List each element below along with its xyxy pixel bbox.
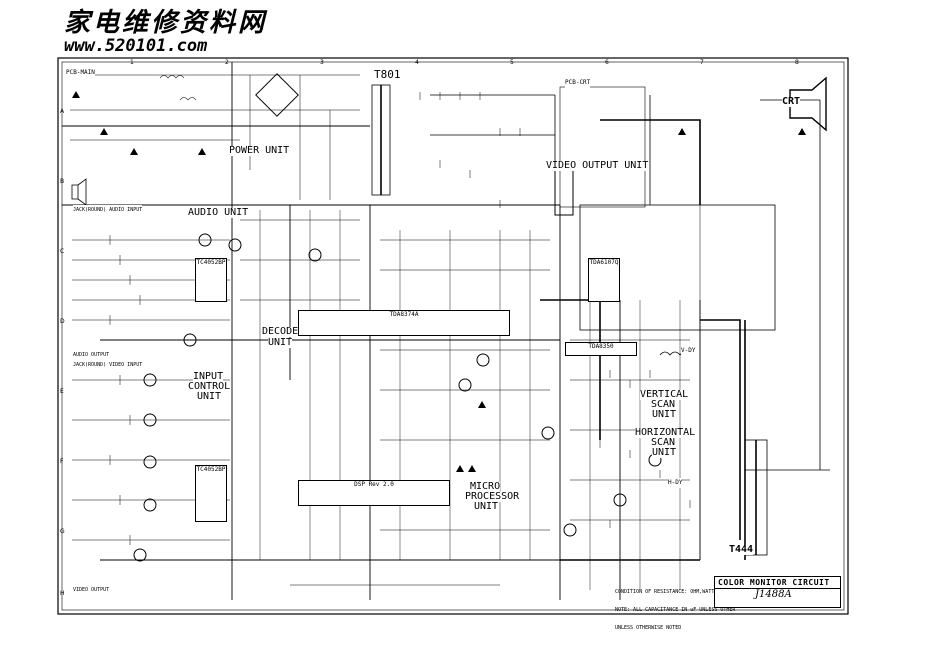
micro-processor-label-3: UNIT: [474, 501, 499, 512]
edge-letter-f: F: [60, 458, 64, 465]
pcb-crt-label: PCB-CRT: [565, 78, 591, 88]
h-dy-label: H-DY: [668, 478, 683, 488]
edge-letter-e: E: [60, 388, 64, 395]
v-dy-label: V-DY: [681, 346, 696, 356]
video-output-ic: TDA6107Q: [588, 258, 620, 302]
edge-number-8: 8: [795, 59, 799, 66]
audio-unit-label: AUDIO UNIT: [188, 207, 249, 218]
title-block-title: COLOR MONITOR CIRCUIT: [715, 577, 840, 589]
input-control-label-2: CONTROL: [188, 381, 231, 392]
title-block: COLOR MONITOR CIRCUIT J1488A: [714, 576, 841, 608]
t801-label: T801: [374, 68, 401, 81]
vertical-scan-label-1: VERTICAL: [640, 389, 689, 400]
edge-number-1: 1: [130, 59, 134, 66]
micro-ic-label: DSP Rev 2.0: [354, 481, 394, 488]
vertical-ic-label: TDA8350: [588, 343, 614, 350]
vertical-ic: TDA8350: [565, 342, 637, 356]
edge-number-5: 5: [510, 59, 514, 66]
micro-processor-label-1: MICRO: [470, 481, 501, 492]
input-control-label-3: UNIT: [197, 391, 222, 402]
note-line-2: NOTE: ALL CAPACITANCE IN uF UNLESS OTHER: [615, 607, 736, 613]
edge-letter-h: H: [60, 590, 65, 597]
edge-number-6: 6: [605, 59, 609, 66]
decode-unit-label-2: UNIT: [268, 337, 293, 348]
edge-letter-g: G: [60, 528, 65, 535]
edge-letter-b: B: [60, 178, 65, 185]
vertical-scan-label-3: UNIT: [652, 409, 677, 420]
decoder-ic: TDA8374A: [298, 310, 510, 336]
edge-letter-d: D: [60, 318, 65, 325]
edge-letter-c: C: [60, 248, 65, 255]
vertical-scan-label-2: SCAN: [651, 399, 676, 410]
input-control-label-1: INPUT: [193, 371, 224, 382]
title-block-model: J1488A: [755, 589, 792, 600]
audio-switch-ic: TC4052BP: [195, 258, 227, 302]
video-output-label: VIDEO OUTPUT: [73, 585, 110, 595]
power-unit-label: POWER UNIT: [229, 145, 290, 156]
edge-number-4: 4: [415, 59, 419, 66]
edge-number-3: 3: [320, 59, 324, 66]
audio-input-label: JACK(ROUND) AUDIO INPUT: [73, 205, 143, 215]
note-line-3: UNLESS OTHERWISE NOTED: [615, 625, 682, 631]
input-switch-ic-label: TC4052BP: [196, 466, 226, 473]
crt-label: CRT: [782, 96, 801, 107]
t444-label: T444: [729, 544, 754, 555]
edge-letter-a: A: [60, 108, 65, 115]
decoder-ic-label: TDA8374A: [389, 311, 419, 318]
edge-number-2: 2: [225, 59, 229, 66]
notes-block: CONDITION OF RESISTANCE: OHM,WATT,1/8W N…: [615, 577, 735, 637]
micro-ic: DSP Rev 2.0: [298, 480, 450, 506]
video-output-unit-label: VIDEO OUTPUT UNIT: [546, 160, 649, 171]
decode-unit-label-1: DECODE: [262, 326, 299, 337]
horizontal-scan-label-1: HORIZONTAL: [635, 427, 696, 438]
micro-processor-label-2: PROCESSOR: [465, 491, 520, 502]
watermark-chinese: 家电维修资料网: [64, 8, 268, 38]
input-switch-ic: TC4052BP: [195, 465, 227, 522]
note-line-1: CONDITION OF RESISTANCE: OHM,WATT,1/8W: [615, 589, 730, 595]
watermark-url: www.520101.com: [64, 36, 208, 56]
audio-output-label: AUDIO OUTPUT: [73, 350, 110, 360]
pcb-main-label: PCB-MAIN: [66, 68, 95, 78]
video-input-label: JACK(ROUND) VIDEO INPUT: [73, 360, 143, 370]
video-output-ic-label: TDA6107Q: [589, 259, 619, 266]
horizontal-scan-label-3: UNIT: [652, 447, 677, 458]
audio-switch-ic-label: TC4052BP: [196, 259, 226, 266]
edge-number-7: 7: [700, 59, 704, 66]
horizontal-scan-label-2: SCAN: [651, 437, 676, 448]
